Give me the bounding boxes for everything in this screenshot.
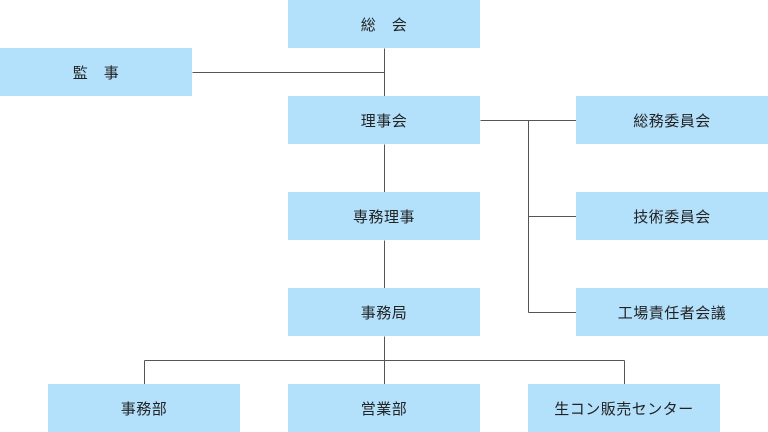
node-secretariat: 事務局 xyxy=(288,288,480,336)
node-label: 工場責任者会議 xyxy=(617,303,727,322)
node-board: 理事会 xyxy=(288,96,480,144)
node-label: 専務理事 xyxy=(352,207,415,226)
node-general-affairs-committee: 総務委員会 xyxy=(576,96,768,144)
node-label: 技術委員会 xyxy=(633,207,711,226)
node-label: 事務局 xyxy=(360,303,408,322)
node-label: 監 事 xyxy=(72,63,120,82)
node-technical-committee: 技術委員会 xyxy=(576,192,768,240)
node-factory-managers-meeting: 工場責任者会議 xyxy=(576,288,768,336)
node-label: 生コン販売センター xyxy=(554,399,694,418)
node-label: 事務部 xyxy=(120,399,168,418)
node-label: 理事会 xyxy=(360,111,408,130)
node-sales-department: 営業部 xyxy=(288,384,480,432)
node-label: 総 会 xyxy=(360,15,408,34)
node-ready-mix-sales-center: 生コン販売センター xyxy=(528,384,720,432)
node-admin-department: 事務部 xyxy=(48,384,240,432)
node-label: 総務委員会 xyxy=(633,111,711,130)
node-auditor: 監 事 xyxy=(0,48,192,96)
node-managing-director: 専務理事 xyxy=(288,192,480,240)
node-general-meeting: 総 会 xyxy=(288,0,480,48)
node-label: 営業部 xyxy=(360,399,408,418)
